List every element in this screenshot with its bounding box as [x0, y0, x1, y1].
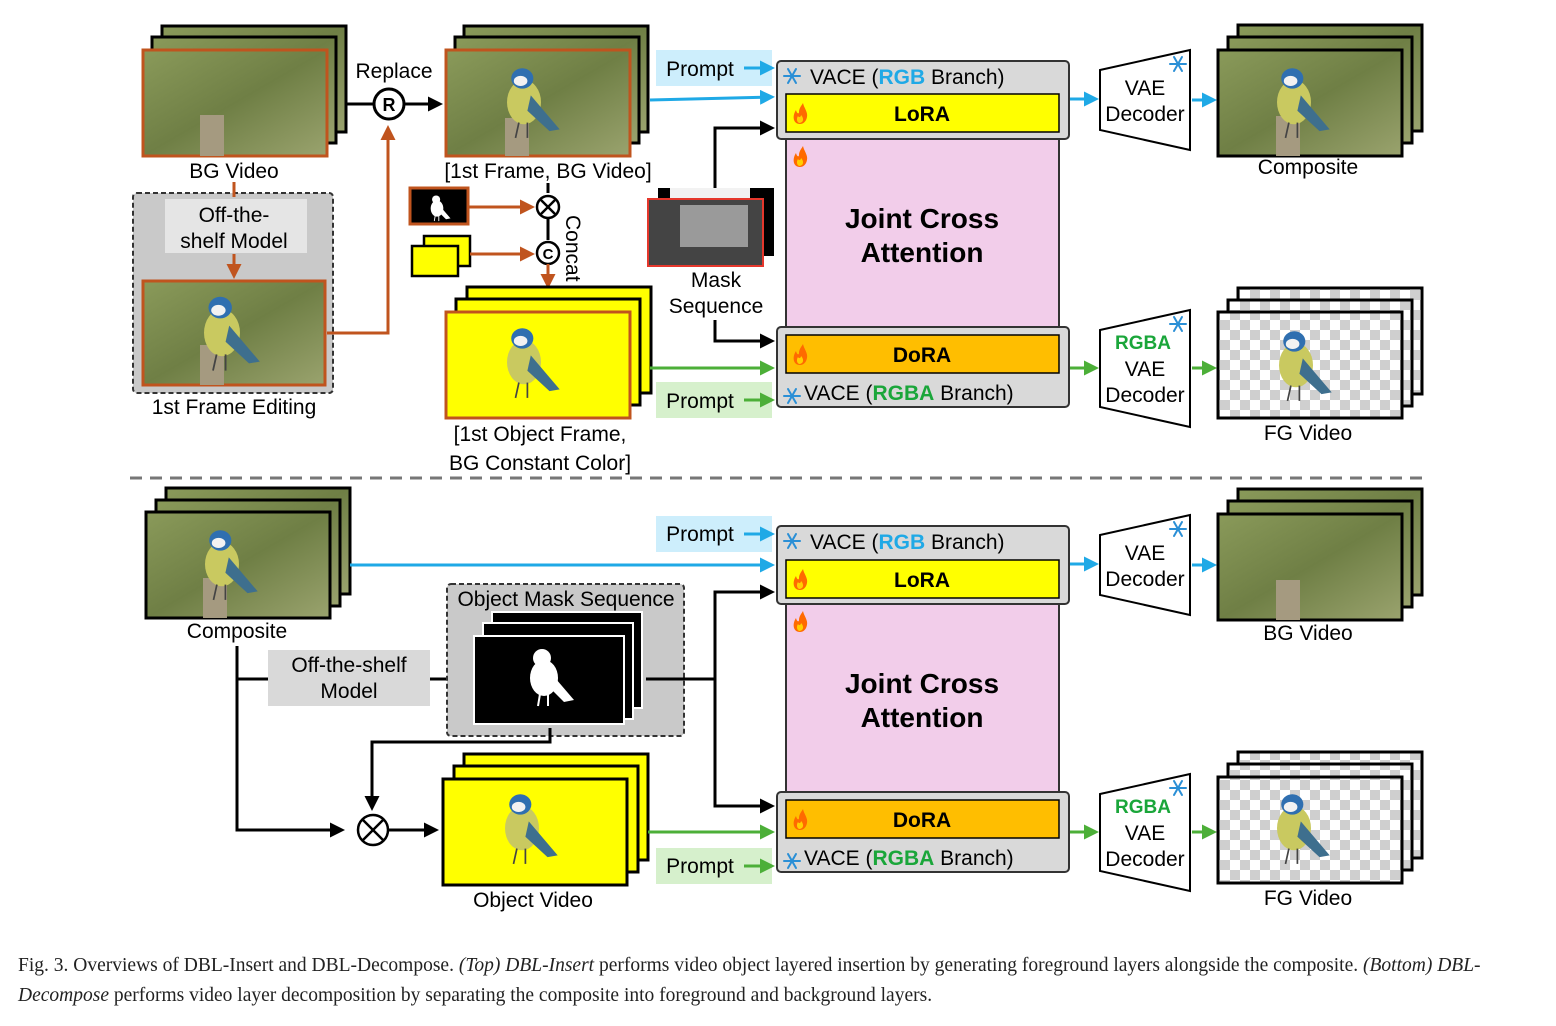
- lora-block-top: [785, 93, 1060, 133]
- vae-label-top-rgb: VAE: [1125, 77, 1165, 100]
- vace-rgba-label-top: VACE (RGBA Branch): [804, 382, 1014, 405]
- composite-output-label: Composite: [1258, 156, 1358, 179]
- vace-rgb-branch-top: VACE (RGB Branch) LoRA: [776, 60, 1070, 140]
- caption-bottom-italic: (Bottom) DBL-Decompose: [18, 955, 1481, 1006]
- prompt-rgba-label-top: Prompt: [666, 390, 734, 413]
- multiply-operator-bottom: [356, 813, 390, 847]
- object-mask-sequence-group: Object Mask Sequence: [446, 583, 685, 737]
- rgba-label-top-decoder: RGBA: [1115, 333, 1171, 354]
- object-frame-label-2: BG Constant Color]: [449, 452, 631, 475]
- joint-cross-attention-bottom: Joint Cross Attention: [785, 603, 1060, 795]
- bg-video-output-stack: [1216, 487, 1424, 622]
- fg-video-label-top: FG Video: [1264, 422, 1352, 445]
- composite-input-stack: [144, 486, 352, 620]
- mask-sequence-thumbnail: [647, 188, 774, 267]
- caption-top-italic: (Top) DBL-Insert: [458, 955, 595, 976]
- caption-lead: Fig. 3. Overviews of DBL-Insert and DBL-…: [18, 955, 459, 976]
- mask-label-1: Mask: [691, 269, 742, 292]
- offshelf-label-1-bottom: Off-the-shelf: [291, 654, 406, 677]
- vace-rgba-branch-bottom: DoRA VACE (RGBA Branch): [776, 791, 1070, 873]
- replace-symbol: R: [383, 95, 396, 115]
- first-frame-bg-video-stack: [444, 24, 650, 158]
- jca-label-2-top: Attention: [861, 237, 984, 268]
- replace-label: Replace: [355, 60, 432, 83]
- caption-bottom-text: performs video layer decomposition by se…: [108, 985, 933, 1006]
- caption-top-text: performs video object layered insertion …: [594, 955, 1364, 976]
- lora-block-bottom: [785, 559, 1060, 599]
- fg-video-label-bottom: FG Video: [1264, 887, 1352, 910]
- decoder-label-top-rgba: Decoder: [1105, 384, 1184, 407]
- composite-input-label: Composite: [187, 620, 287, 643]
- offshelf-model-label-1: Off-the-: [199, 204, 270, 227]
- joint-cross-attention-top: Joint Cross Attention: [785, 138, 1060, 330]
- prompt-rgba-label-bottom: Prompt: [666, 855, 734, 878]
- lora-label-bottom: LoRA: [894, 569, 950, 592]
- multiply-operator-top: [535, 194, 561, 220]
- vae-decoder-rgb-bottom: VAE Decoder: [1099, 513, 1191, 617]
- bottom-section: Composite Off-the-shelf Model Object Mas…: [144, 486, 1424, 912]
- object-video-label: Object Video: [473, 889, 593, 912]
- vae-decoder-rgba-bottom: RGBA VAE Decoder: [1099, 772, 1191, 893]
- composite-output-stack: [1216, 23, 1424, 158]
- first-frame-editing-label: 1st Frame Editing: [152, 396, 317, 419]
- lora-label-top: LoRA: [894, 103, 950, 126]
- vace-rgb-label-top: VACE (RGB Branch): [810, 66, 1005, 89]
- dora-block-bottom: [785, 799, 1060, 839]
- prompt-rgb-label-top: Prompt: [666, 58, 734, 81]
- constant-color-thumbnail: [410, 244, 460, 278]
- vace-rgba-branch-top: DoRA VACE (RGBA Branch): [776, 326, 1070, 408]
- bg-video-output-label: BG Video: [1263, 622, 1353, 645]
- vace-rgba-label-bottom: VACE (RGBA Branch): [804, 847, 1014, 870]
- top-section: BG Video Off-the- shelf Model 1st Frame …: [132, 23, 1424, 475]
- bg-video-stack: [141, 24, 348, 158]
- vae-label-bottom-rgba: VAE: [1125, 822, 1165, 845]
- vae-decoder-rgba-top: RGBA VAE Decoder: [1099, 308, 1191, 429]
- object-frame-label-1: [1st Object Frame,: [454, 423, 627, 446]
- prompt-rgb-label-bottom: Prompt: [666, 523, 734, 546]
- concat-operator: C: [535, 240, 561, 266]
- vae-label-top-rgba: VAE: [1125, 358, 1165, 381]
- mask-label-2: Sequence: [669, 295, 764, 318]
- decoder-label-bottom-rgba: Decoder: [1105, 848, 1184, 871]
- vace-rgb-label-bottom: VACE (RGB Branch): [810, 531, 1005, 554]
- vae-decoder-rgb-top: VAE Decoder: [1099, 48, 1191, 152]
- figure-caption: Fig. 3. Overviews of DBL-Insert and DBL-…: [18, 951, 1548, 1011]
- jca-label-1-bottom: Joint Cross: [845, 668, 999, 699]
- dora-label-top: DoRA: [893, 344, 951, 367]
- vace-rgb-branch-bottom: VACE (RGB Branch) LoRA: [776, 525, 1070, 605]
- dora-label-bottom: DoRA: [893, 809, 951, 832]
- offshelf-model-box-bottom: [268, 650, 430, 706]
- jca-label-2-bottom: Attention: [861, 702, 984, 733]
- jca-label-1-top: Joint Cross: [845, 203, 999, 234]
- first-frame-editing-group: Off-the- shelf Model: [132, 192, 334, 394]
- decoder-label-bottom-rgb: Decoder: [1105, 568, 1184, 591]
- fg-video-output-stack-bottom: [1216, 750, 1424, 885]
- concat-label: Concat: [561, 215, 584, 282]
- decoder-label-top-rgb: Decoder: [1105, 103, 1184, 126]
- replace-operator: R: [372, 87, 406, 121]
- dora-block-top: [785, 334, 1060, 374]
- offshelf-label-2-bottom: Model: [320, 680, 377, 703]
- diagram-canvas: BG Video Off-the- shelf Model 1st Frame …: [130, 23, 1424, 912]
- concat-symbol: C: [543, 246, 554, 263]
- bg-video-label: BG Video: [189, 160, 279, 183]
- object-mask-sequence-label: Object Mask Sequence: [457, 588, 674, 611]
- fg-video-output-stack-top: [1216, 286, 1424, 420]
- object-video-stack: [441, 752, 650, 887]
- first-frame-bg-video-label: [1st Frame, BG Video]: [444, 160, 651, 183]
- vae-label-bottom-rgb: VAE: [1125, 542, 1165, 565]
- rgba-label-bottom-decoder: RGBA: [1115, 797, 1171, 818]
- offshelf-model-label-2: shelf Model: [180, 230, 287, 253]
- object-frame-stack: [444, 285, 653, 420]
